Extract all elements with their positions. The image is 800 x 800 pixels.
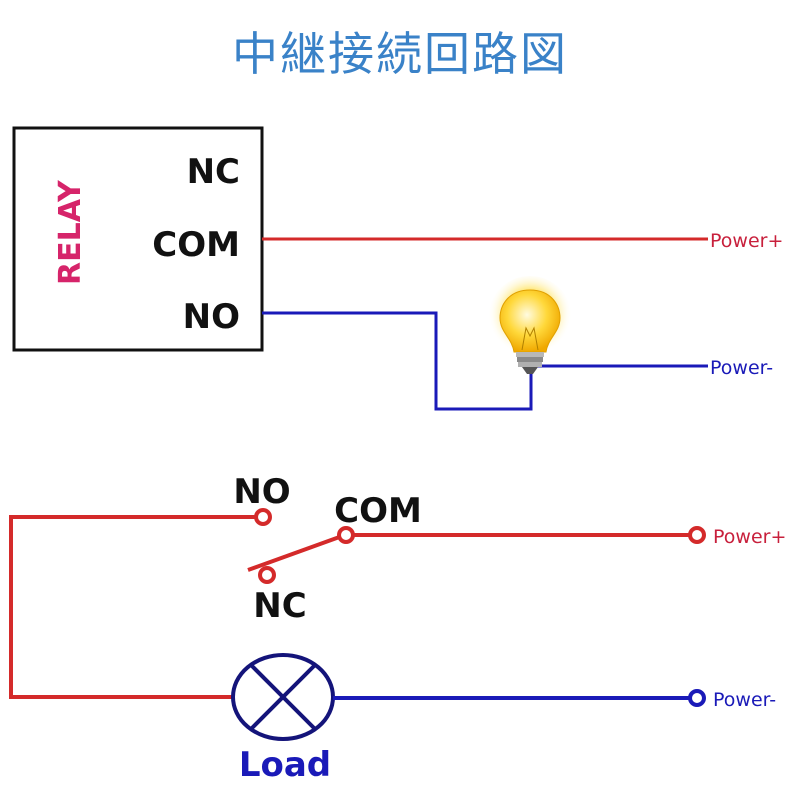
diagram-title: 中継接続回路図 [232,27,568,81]
top-diagram: RELAY NC COM NO Power+ Power- [12,126,783,411]
nc-terminal-contact [258,566,276,584]
positive-loop-wire [9,515,256,699]
bottom-com-label: COM [334,491,422,531]
bottom-nc-label: NC [253,586,306,626]
terminal-com-label: COM [152,225,240,265]
switch-arm [247,533,346,572]
lamp-symbol-icon [231,653,335,741]
power-plus-terminal [688,526,706,544]
power-plus-label: Power+ [710,230,783,252]
terminal-nc-label: NC [187,152,240,192]
power-minus-label: Power- [710,357,773,379]
no-terminal-contact [254,508,272,526]
relay-box [12,126,264,352]
com-terminal-contact [337,526,355,544]
bottom-no-label: NO [233,472,290,512]
bottom-diagram: NO COM NC Power+ Load Power- [9,472,786,785]
power-minus-terminal [688,689,706,707]
load-label: Load [239,745,331,785]
light-bulb-icon [488,276,572,374]
no-wire [262,311,533,411]
bottom-power-minus-label: Power- [713,689,776,711]
terminal-no-label: NO [183,297,240,337]
bottom-power-plus-label: Power+ [713,526,786,548]
relay-label: RELAY [53,179,88,285]
